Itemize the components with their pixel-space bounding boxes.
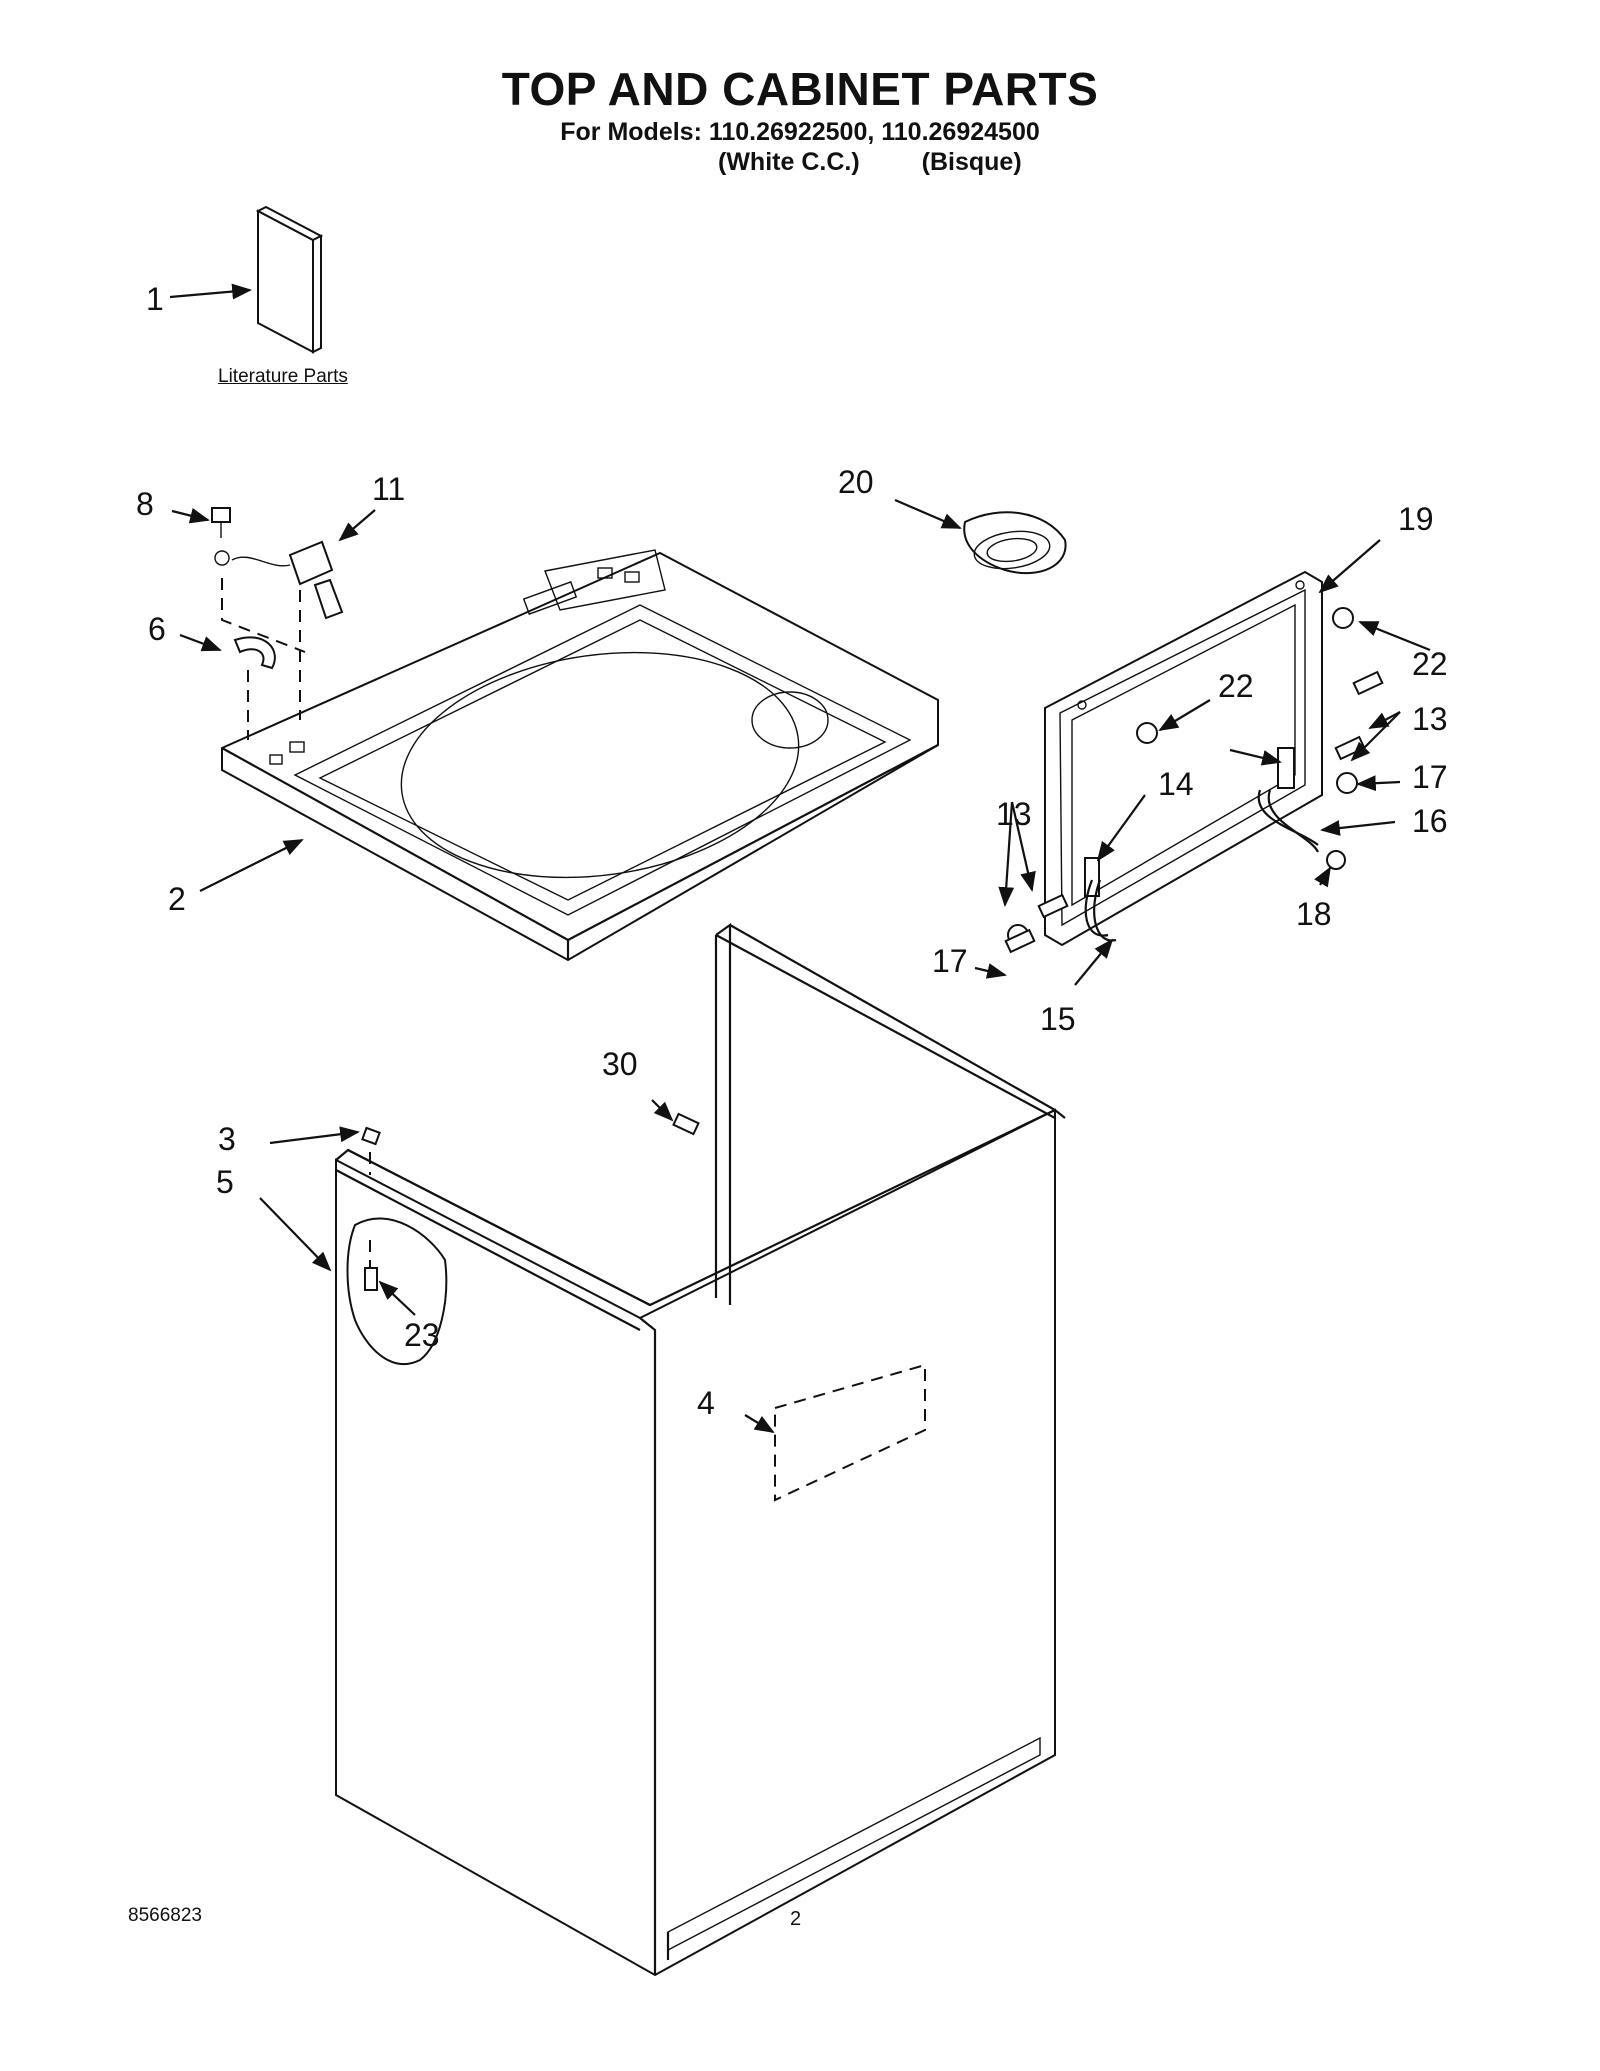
callout-22-left: 22 bbox=[1218, 668, 1254, 704]
callout-22-right: 22 bbox=[1412, 646, 1448, 682]
document-number: 8566823 bbox=[128, 1905, 202, 1926]
models-line: For Models: 110.26922500, 110.26924500 bbox=[560, 118, 1040, 146]
literature-booklet bbox=[255, 205, 324, 354]
callout-17-left: 17 bbox=[932, 943, 968, 979]
lid-hardware bbox=[1004, 607, 1384, 954]
callout-17-right: 17 bbox=[1412, 759, 1448, 795]
variant-white: (White C.C.) bbox=[718, 148, 860, 176]
callout-11: 11 bbox=[372, 471, 405, 507]
callout-20: 20 bbox=[838, 464, 874, 500]
callout-15: 15 bbox=[1040, 1001, 1076, 1037]
callout-2: 2 bbox=[168, 881, 186, 917]
callout-16: 16 bbox=[1412, 803, 1448, 839]
washer-top-panel bbox=[221, 549, 939, 962]
literature-parts-label: Literature Parts bbox=[218, 366, 348, 387]
callout-30: 30 bbox=[602, 1046, 638, 1082]
callout-13-left: 13 bbox=[996, 796, 1032, 832]
bleach-dispenser bbox=[963, 511, 1067, 575]
leader-lines bbox=[169, 283, 1431, 1434]
callout-19: 19 bbox=[1398, 501, 1434, 537]
callout-8: 8 bbox=[136, 486, 154, 522]
callout-labels: 1 2 3 4 5 6 8 11 13 13 14 15 16 17 17 18… bbox=[136, 281, 1448, 1421]
callout-14: 14 bbox=[1158, 766, 1194, 802]
callout-23: 23 bbox=[404, 1317, 440, 1353]
variant-bisque: (Bisque) bbox=[921, 148, 1022, 176]
callout-13-right: 13 bbox=[1412, 701, 1448, 737]
callout-6: 6 bbox=[148, 611, 166, 647]
callout-1: 1 bbox=[146, 281, 164, 317]
model-variants: (White C.C.) (Bisque) bbox=[718, 148, 1022, 177]
lid-switch-assembly bbox=[211, 507, 344, 740]
callout-5: 5 bbox=[216, 1164, 234, 1200]
page-number: 2 bbox=[790, 1908, 802, 1930]
callout-3: 3 bbox=[218, 1121, 236, 1157]
page-title: TOP AND CABINET PARTS bbox=[501, 63, 1099, 115]
washer-cabinet bbox=[335, 922, 1066, 1977]
callout-4: 4 bbox=[697, 1385, 715, 1421]
callout-18: 18 bbox=[1296, 896, 1332, 932]
